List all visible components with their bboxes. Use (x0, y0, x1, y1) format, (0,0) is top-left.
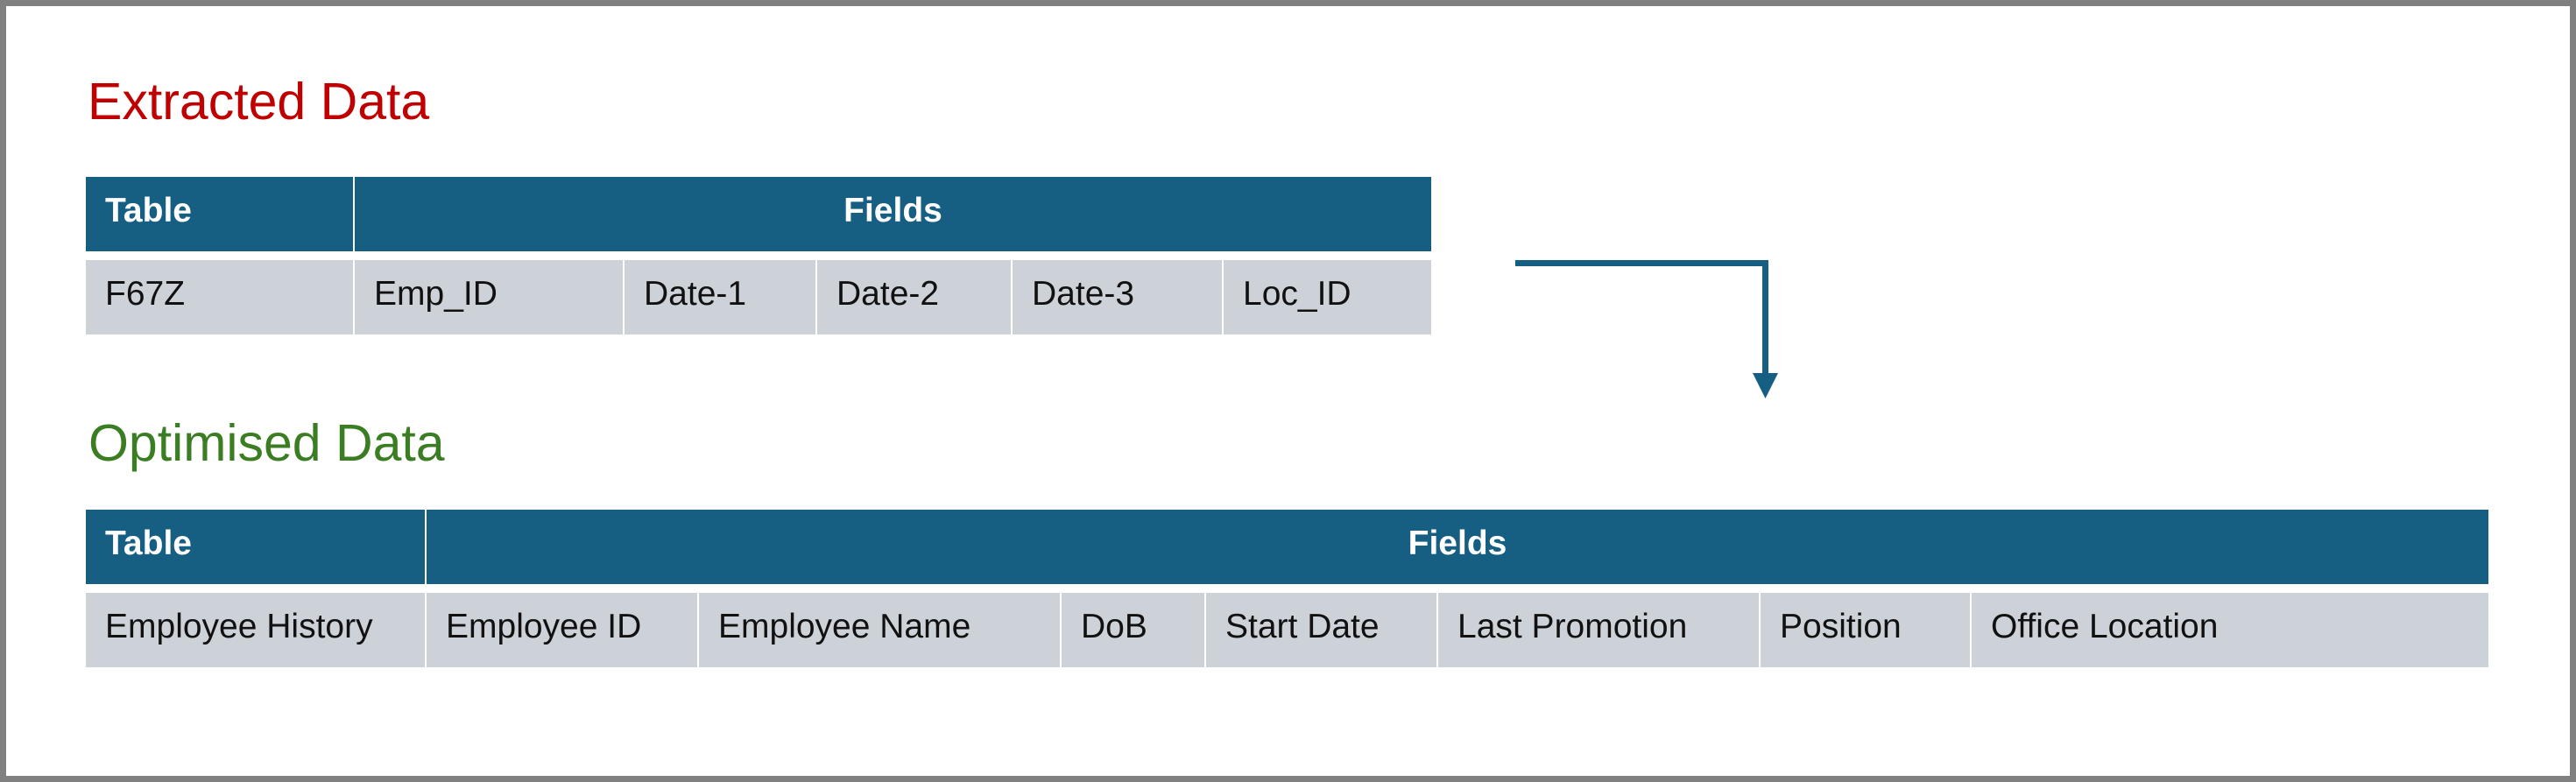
optimised-data-title: Optimised Data (88, 414, 445, 472)
optimised-header-fields: Fields (427, 510, 2488, 584)
header-label: Table (105, 524, 192, 562)
header-label: Fields (1408, 524, 1507, 562)
field-name: Loc_ID (1243, 274, 1352, 313)
field-name: Position (1780, 607, 1902, 645)
table-name: F67Z (105, 274, 186, 313)
extracted-table-name-cell: F67Z (86, 260, 353, 335)
extracted-field-cell: Date-1 (625, 260, 815, 335)
extracted-field-cell: Emp_ID (355, 260, 623, 335)
optimised-field-cell: Last Promotion (1438, 593, 1759, 667)
field-name: Date-2 (836, 274, 940, 313)
table-name: Employee History (105, 607, 373, 645)
field-name: Employee ID (446, 607, 642, 645)
extracted-field-cell: Loc_ID (1224, 260, 1431, 335)
optimised-table-name-cell: Employee History (86, 593, 425, 667)
optimised-field-cell: DoB (1062, 593, 1204, 667)
field-name: Employee Name (718, 607, 971, 645)
field-name: Date-3 (1032, 274, 1135, 313)
header-label: Table (105, 191, 192, 229)
field-name: Date-1 (644, 274, 747, 313)
field-name: Office Location (1991, 607, 2219, 645)
field-name: Start Date (1225, 607, 1380, 645)
header-label: Fields (843, 191, 942, 229)
optimised-field-cell: Employee Name (699, 593, 1060, 667)
field-name: DoB (1081, 607, 1147, 645)
optimised-field-cell: Employee ID (427, 593, 697, 667)
extracted-data-title: Extracted Data (88, 73, 430, 130)
optimised-field-cell: Start Date (1206, 593, 1436, 667)
optimised-header-table: Table (86, 510, 425, 584)
optimised-field-cell: Office Location (1972, 593, 2488, 667)
extracted-field-cell: Date-3 (1013, 260, 1222, 335)
extracted-header-table: Table (86, 177, 353, 251)
extracted-field-cell: Date-2 (817, 260, 1011, 335)
extracted-header-fields: Fields (355, 177, 1431, 251)
field-name: Emp_ID (374, 274, 498, 313)
optimised-field-cell: Position (1761, 593, 1970, 667)
field-name: Last Promotion (1457, 607, 1688, 645)
